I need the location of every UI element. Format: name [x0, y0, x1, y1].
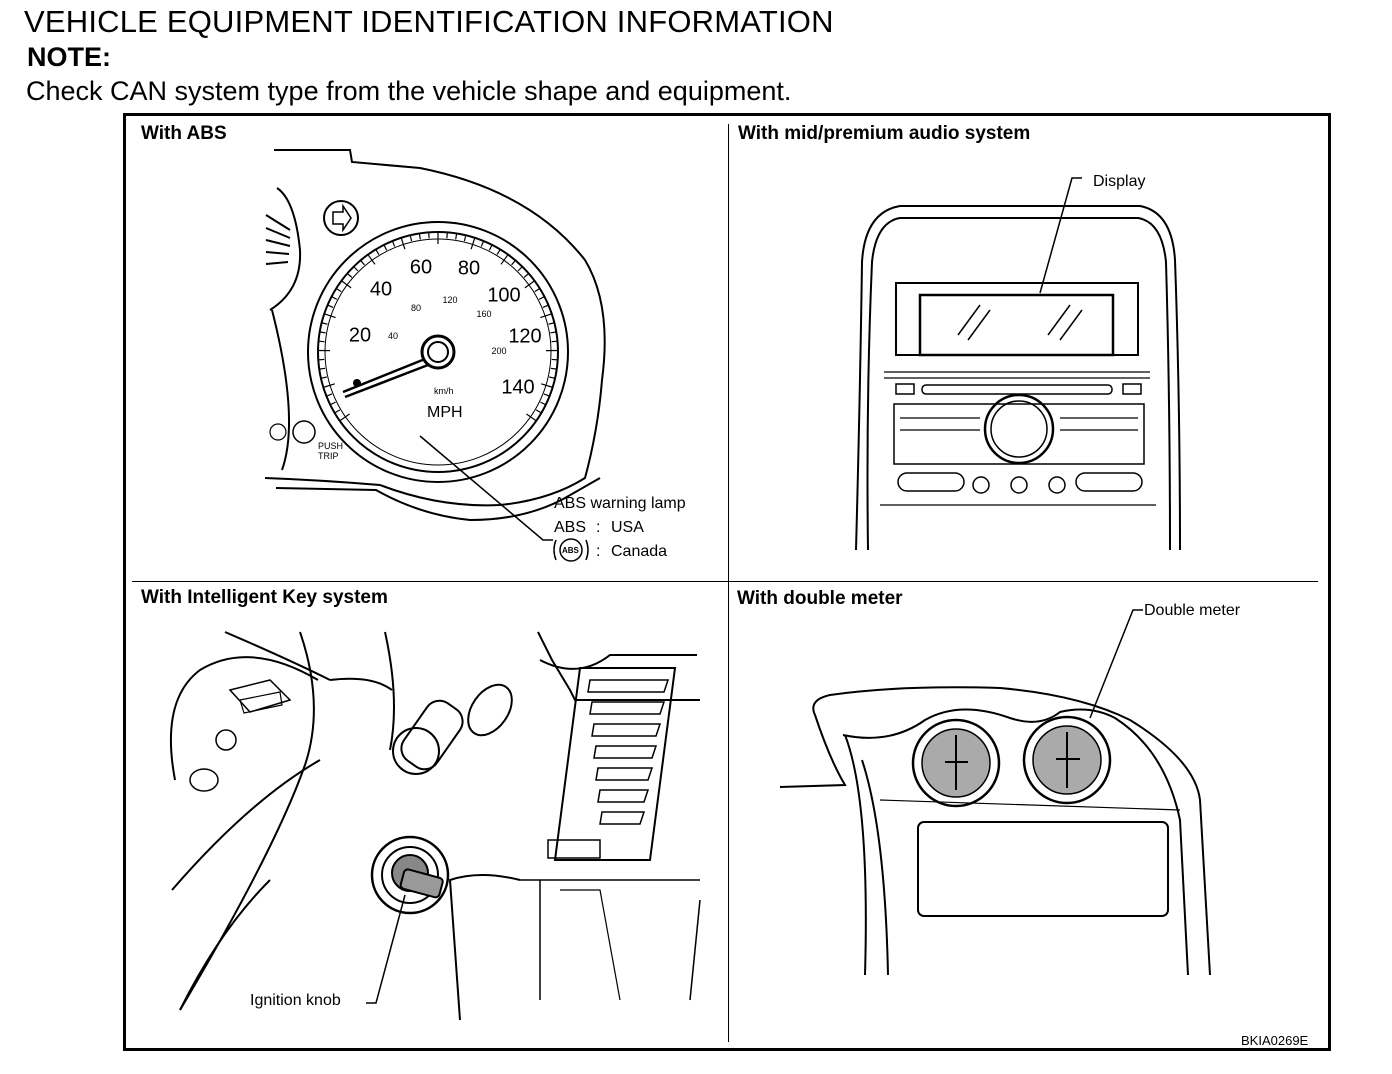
arrow-indicator-icon: [333, 206, 351, 230]
gauge-tick: [318, 341, 324, 342]
gauge-number: 60: [409, 256, 433, 279]
gauge-tick: [332, 297, 337, 300]
gauge-tick: [512, 260, 516, 265]
gauge-tick: [471, 238, 475, 249]
ignition-knob-icon: [392, 855, 444, 898]
gauge-number: 40: [369, 278, 393, 301]
gauge-tick: [321, 377, 327, 378]
abs-callout-usa: USA: [611, 519, 644, 536]
note-label: NOTE:: [27, 42, 111, 72]
gauge-tick: [368, 255, 375, 265]
gauge-tick: [552, 341, 558, 342]
panel-title-intelligent-key: With Intelligent Key system: [141, 587, 388, 608]
gauge-number: 140: [501, 376, 535, 399]
gauge-tick: [401, 238, 405, 249]
gauge-tick: [410, 235, 411, 241]
gauge-tick: [518, 267, 522, 271]
gauge-tick: [489, 245, 492, 250]
push-trip-label: PUSH TRIP: [318, 441, 344, 461]
gauge-tick: [330, 402, 335, 405]
gauge-tick: [540, 314, 551, 318]
abs-callout-canada: Canada: [611, 543, 668, 560]
gauge-tick: [340, 414, 350, 421]
gauge-inner-number: 40: [387, 331, 399, 341]
abs-callout-usa-sep: :: [596, 519, 601, 536]
gauge-tick: [543, 305, 549, 307]
note-text: Check CAN system type from the vehicle s…: [26, 76, 792, 106]
vertical-divider: [728, 124, 729, 1042]
gauge-tick: [456, 233, 457, 239]
double-meter-callout: Double meter: [1144, 602, 1241, 619]
page-title: VEHICLE EQUIPMENT IDENTIFICATION INFORMA…: [24, 4, 834, 39]
display-callout: Display: [1093, 173, 1146, 190]
figure-code: BKIA0269E: [1241, 1033, 1309, 1048]
gauge-tick: [419, 233, 420, 239]
gauge-tick: [361, 260, 365, 265]
audio-unit-illustration: [856, 178, 1180, 550]
abs-callout-title: ABS warning lamp: [554, 495, 686, 512]
gauge-tick: [549, 377, 555, 378]
gauge-tick: [354, 267, 358, 271]
gauge-tick: [319, 368, 325, 369]
gauge-inner-number: 80: [410, 303, 422, 313]
gauge-tick: [376, 249, 379, 254]
gauge-tick: [497, 249, 500, 254]
gauge-number: 120: [508, 325, 542, 348]
gauge-tick: [336, 288, 341, 291]
gauge-tick: [535, 288, 540, 291]
gauge-unit-kmh: km/h: [434, 386, 454, 396]
abs-callout-usa-code: ABS: [554, 519, 587, 536]
horizontal-divider: [132, 581, 1318, 582]
abs-callout-canada-sep: :: [596, 543, 601, 560]
gauge-number: 80: [457, 257, 481, 280]
gauge-number: 100: [487, 284, 521, 307]
gauge-tick: [392, 241, 394, 247]
panel-title-abs: With ABS: [141, 123, 227, 144]
ignition-knob-callout: Ignition knob: [250, 992, 341, 1009]
gauge-tick: [322, 323, 328, 324]
gauge-inner-number: 120: [442, 295, 458, 305]
gauge-tick: [481, 241, 483, 247]
gauge-tick: [323, 384, 334, 388]
gauge-tick: [536, 410, 541, 413]
combination-meter-illustration: [265, 150, 605, 520]
gauge-tick: [328, 305, 334, 307]
steering-column-illustration: [171, 632, 700, 1020]
gauge-tick: [550, 332, 556, 333]
abs-callout-canada-icon-text: ABS: [562, 546, 579, 555]
gauge-tick: [326, 394, 332, 396]
gauge-tick: [320, 332, 326, 333]
gauge-tick: [541, 384, 552, 388]
figure-frame: [123, 113, 1331, 1051]
gauge-tick: [341, 281, 351, 288]
gauge-tick: [524, 273, 529, 277]
abs-warning-lamp-icon: [554, 539, 588, 561]
gauge-number: 20: [348, 324, 372, 347]
gauge-unit-mph: MPH: [427, 404, 463, 421]
gauge-tick: [540, 402, 545, 405]
gauge-tick: [464, 235, 465, 241]
panel-title-double-meter: With double meter: [737, 588, 903, 609]
gauge-tick: [501, 255, 508, 265]
gauge-tick: [324, 314, 335, 318]
gauge-tick: [525, 281, 535, 288]
gauge-tick: [539, 297, 544, 300]
gauge-tick: [526, 414, 536, 421]
gauge-tick: [549, 323, 555, 324]
gauge-tick: [544, 394, 550, 396]
gauge-tick: [335, 410, 340, 413]
gauge-tick: [384, 245, 387, 250]
panel-title-audio: With mid/premium audio system: [738, 123, 1031, 144]
gauge-inner-number: 200: [491, 346, 507, 356]
gauge-inner-number: 160: [476, 309, 492, 319]
double-meter-illustration: [780, 610, 1210, 975]
gauge-tick: [347, 273, 352, 277]
gauge-tick: [551, 368, 557, 369]
